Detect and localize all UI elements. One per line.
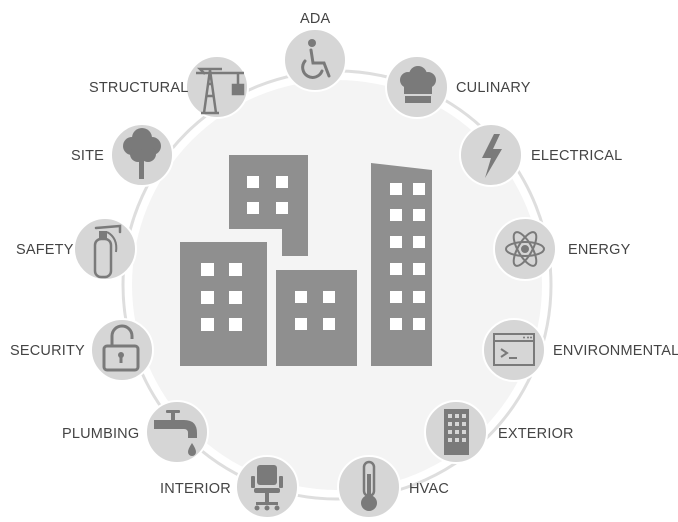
label-security: SECURITY <box>10 343 85 359</box>
label-site: SITE <box>71 148 105 164</box>
atom-icon <box>505 231 545 267</box>
badge-environmental <box>482 318 546 382</box>
building-icon <box>444 409 469 455</box>
badge-hvac <box>337 455 401 519</box>
lightning-bolt-icon <box>482 134 502 178</box>
badge-electrical <box>459 123 523 187</box>
label-ada: ADA <box>300 11 331 27</box>
label-plumbing: PLUMBING <box>62 426 140 442</box>
construction-crane-icon <box>196 67 245 115</box>
thermometer-icon <box>361 460 377 511</box>
label-exterior: EXTERIOR <box>498 426 574 442</box>
badge-security <box>90 318 154 382</box>
wheelchair-icon <box>301 39 331 79</box>
badge-safety <box>73 217 137 281</box>
badge-interior <box>235 455 299 519</box>
label-structural: STRUCTURAL <box>89 80 189 96</box>
badge-exterior <box>424 400 488 464</box>
badge-energy <box>493 217 557 281</box>
building-middle <box>276 270 357 366</box>
badge-ada <box>283 28 347 92</box>
terminal-window-icon <box>493 333 535 366</box>
label-hvac: HVAC <box>409 481 450 497</box>
label-culinary: CULINARY <box>456 80 531 96</box>
label-interior: INTERIOR <box>160 481 231 497</box>
building-left <box>180 242 267 366</box>
tree-icon <box>123 128 161 179</box>
label-electrical: ELECTRICAL <box>531 148 623 164</box>
label-energy: ENERGY <box>568 242 631 258</box>
office-chair-icon <box>251 465 283 511</box>
building-windows <box>201 176 425 331</box>
badge-culinary <box>385 55 449 119</box>
faucet-icon <box>154 410 197 456</box>
badge-plumbing <box>145 400 209 464</box>
badge-structural <box>185 55 249 119</box>
fire-extinguisher-icon <box>93 224 122 279</box>
chef-hat-icon <box>400 66 436 103</box>
open-padlock-icon <box>102 324 140 372</box>
label-environmental: ENVIRONMENTAL <box>553 343 678 359</box>
badge-site <box>110 123 174 187</box>
label-safety: SAFETY <box>16 242 74 258</box>
